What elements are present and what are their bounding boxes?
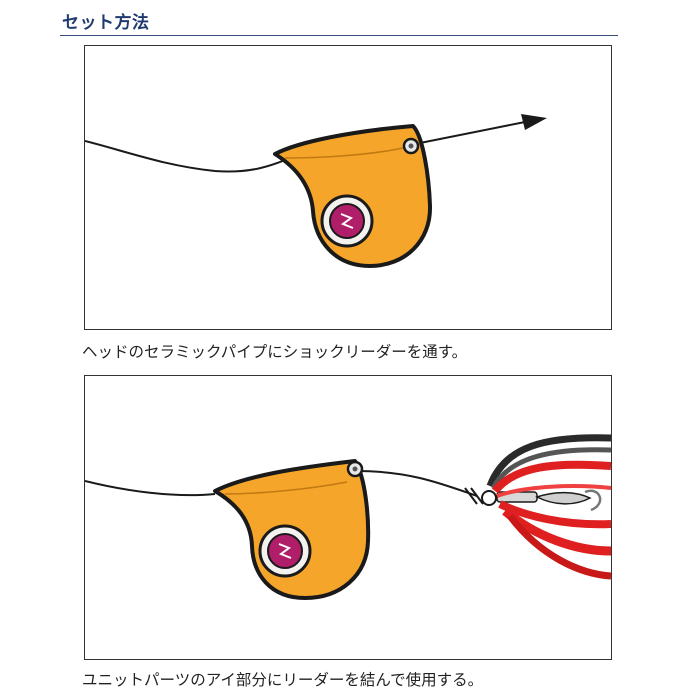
unit-parts-skirt-icon bbox=[486, 434, 611, 580]
step-1-caption: ヘッドのセラミックパイプにショックリーダーを通す。 bbox=[82, 343, 468, 361]
jig-head-icon bbox=[213, 459, 371, 600]
section-title: セット方法 bbox=[62, 13, 150, 33]
leader-line bbox=[85, 140, 301, 173]
leader-line-to-knot bbox=[356, 470, 478, 497]
arrow-head-icon bbox=[521, 114, 547, 130]
step-1-illustration bbox=[84, 45, 612, 330]
knot-icon bbox=[464, 487, 497, 506]
title-divider bbox=[60, 35, 618, 36]
jig-head-icon bbox=[273, 124, 433, 268]
step-2-caption: ユニットパーツのアイ部分にリーダーを結んで使用する。 bbox=[82, 671, 484, 689]
leader-line-exit bbox=[404, 121, 526, 147]
step-2-svg bbox=[85, 434, 611, 600]
step-2-illustration bbox=[84, 375, 612, 660]
leader-line bbox=[85, 480, 216, 497]
step-1-svg bbox=[85, 114, 547, 268]
